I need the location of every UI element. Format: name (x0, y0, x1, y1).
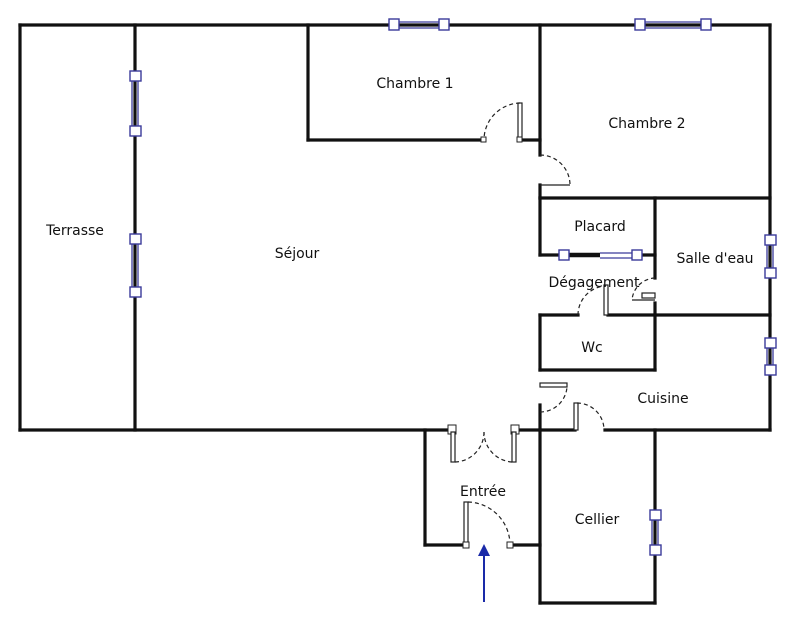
room-label-entree: Entrée (460, 484, 506, 500)
window-salle-eau (764, 234, 777, 279)
window-cuisine (764, 337, 777, 376)
door-wc (577, 284, 609, 316)
room-label-cuisine: Cuisine (637, 391, 688, 407)
room-label-chambre-1: Chambre 1 (376, 76, 453, 92)
door-salle-eau (631, 277, 656, 301)
room-label-placard: Placard (574, 219, 626, 235)
door-sejour-entree (447, 424, 520, 463)
room-label-terrasse: Terrasse (45, 223, 104, 239)
door-entree (462, 501, 514, 549)
room-label-wc: Wc (581, 340, 603, 356)
room-label-chambre-2: Chambre 2 (608, 116, 685, 132)
door-chambre-2 (539, 154, 571, 186)
room-label-cellier: Cellier (575, 512, 620, 528)
window-chambre-1 (388, 18, 450, 31)
doors (447, 102, 656, 549)
room-labels: Chambre 1 Chambre 2 Terrasse Séjour Plac… (45, 76, 753, 528)
door-central-lower (539, 382, 568, 413)
walls (18, 23, 772, 605)
entrance-arrow (478, 544, 490, 602)
door-chambre-1 (480, 102, 523, 143)
placard-sliding-door (558, 249, 643, 261)
room-label-degagement: Dégagement (549, 275, 640, 291)
room-label-salle-eau: Salle d'eau (676, 251, 753, 267)
window-terrasse-upper (129, 70, 142, 137)
room-label-sejour: Séjour (275, 246, 320, 262)
windows (129, 18, 777, 556)
window-chambre-2 (634, 18, 712, 31)
window-terrasse-lower (129, 233, 142, 298)
window-cellier (649, 509, 662, 556)
door-cuisine (573, 402, 605, 431)
